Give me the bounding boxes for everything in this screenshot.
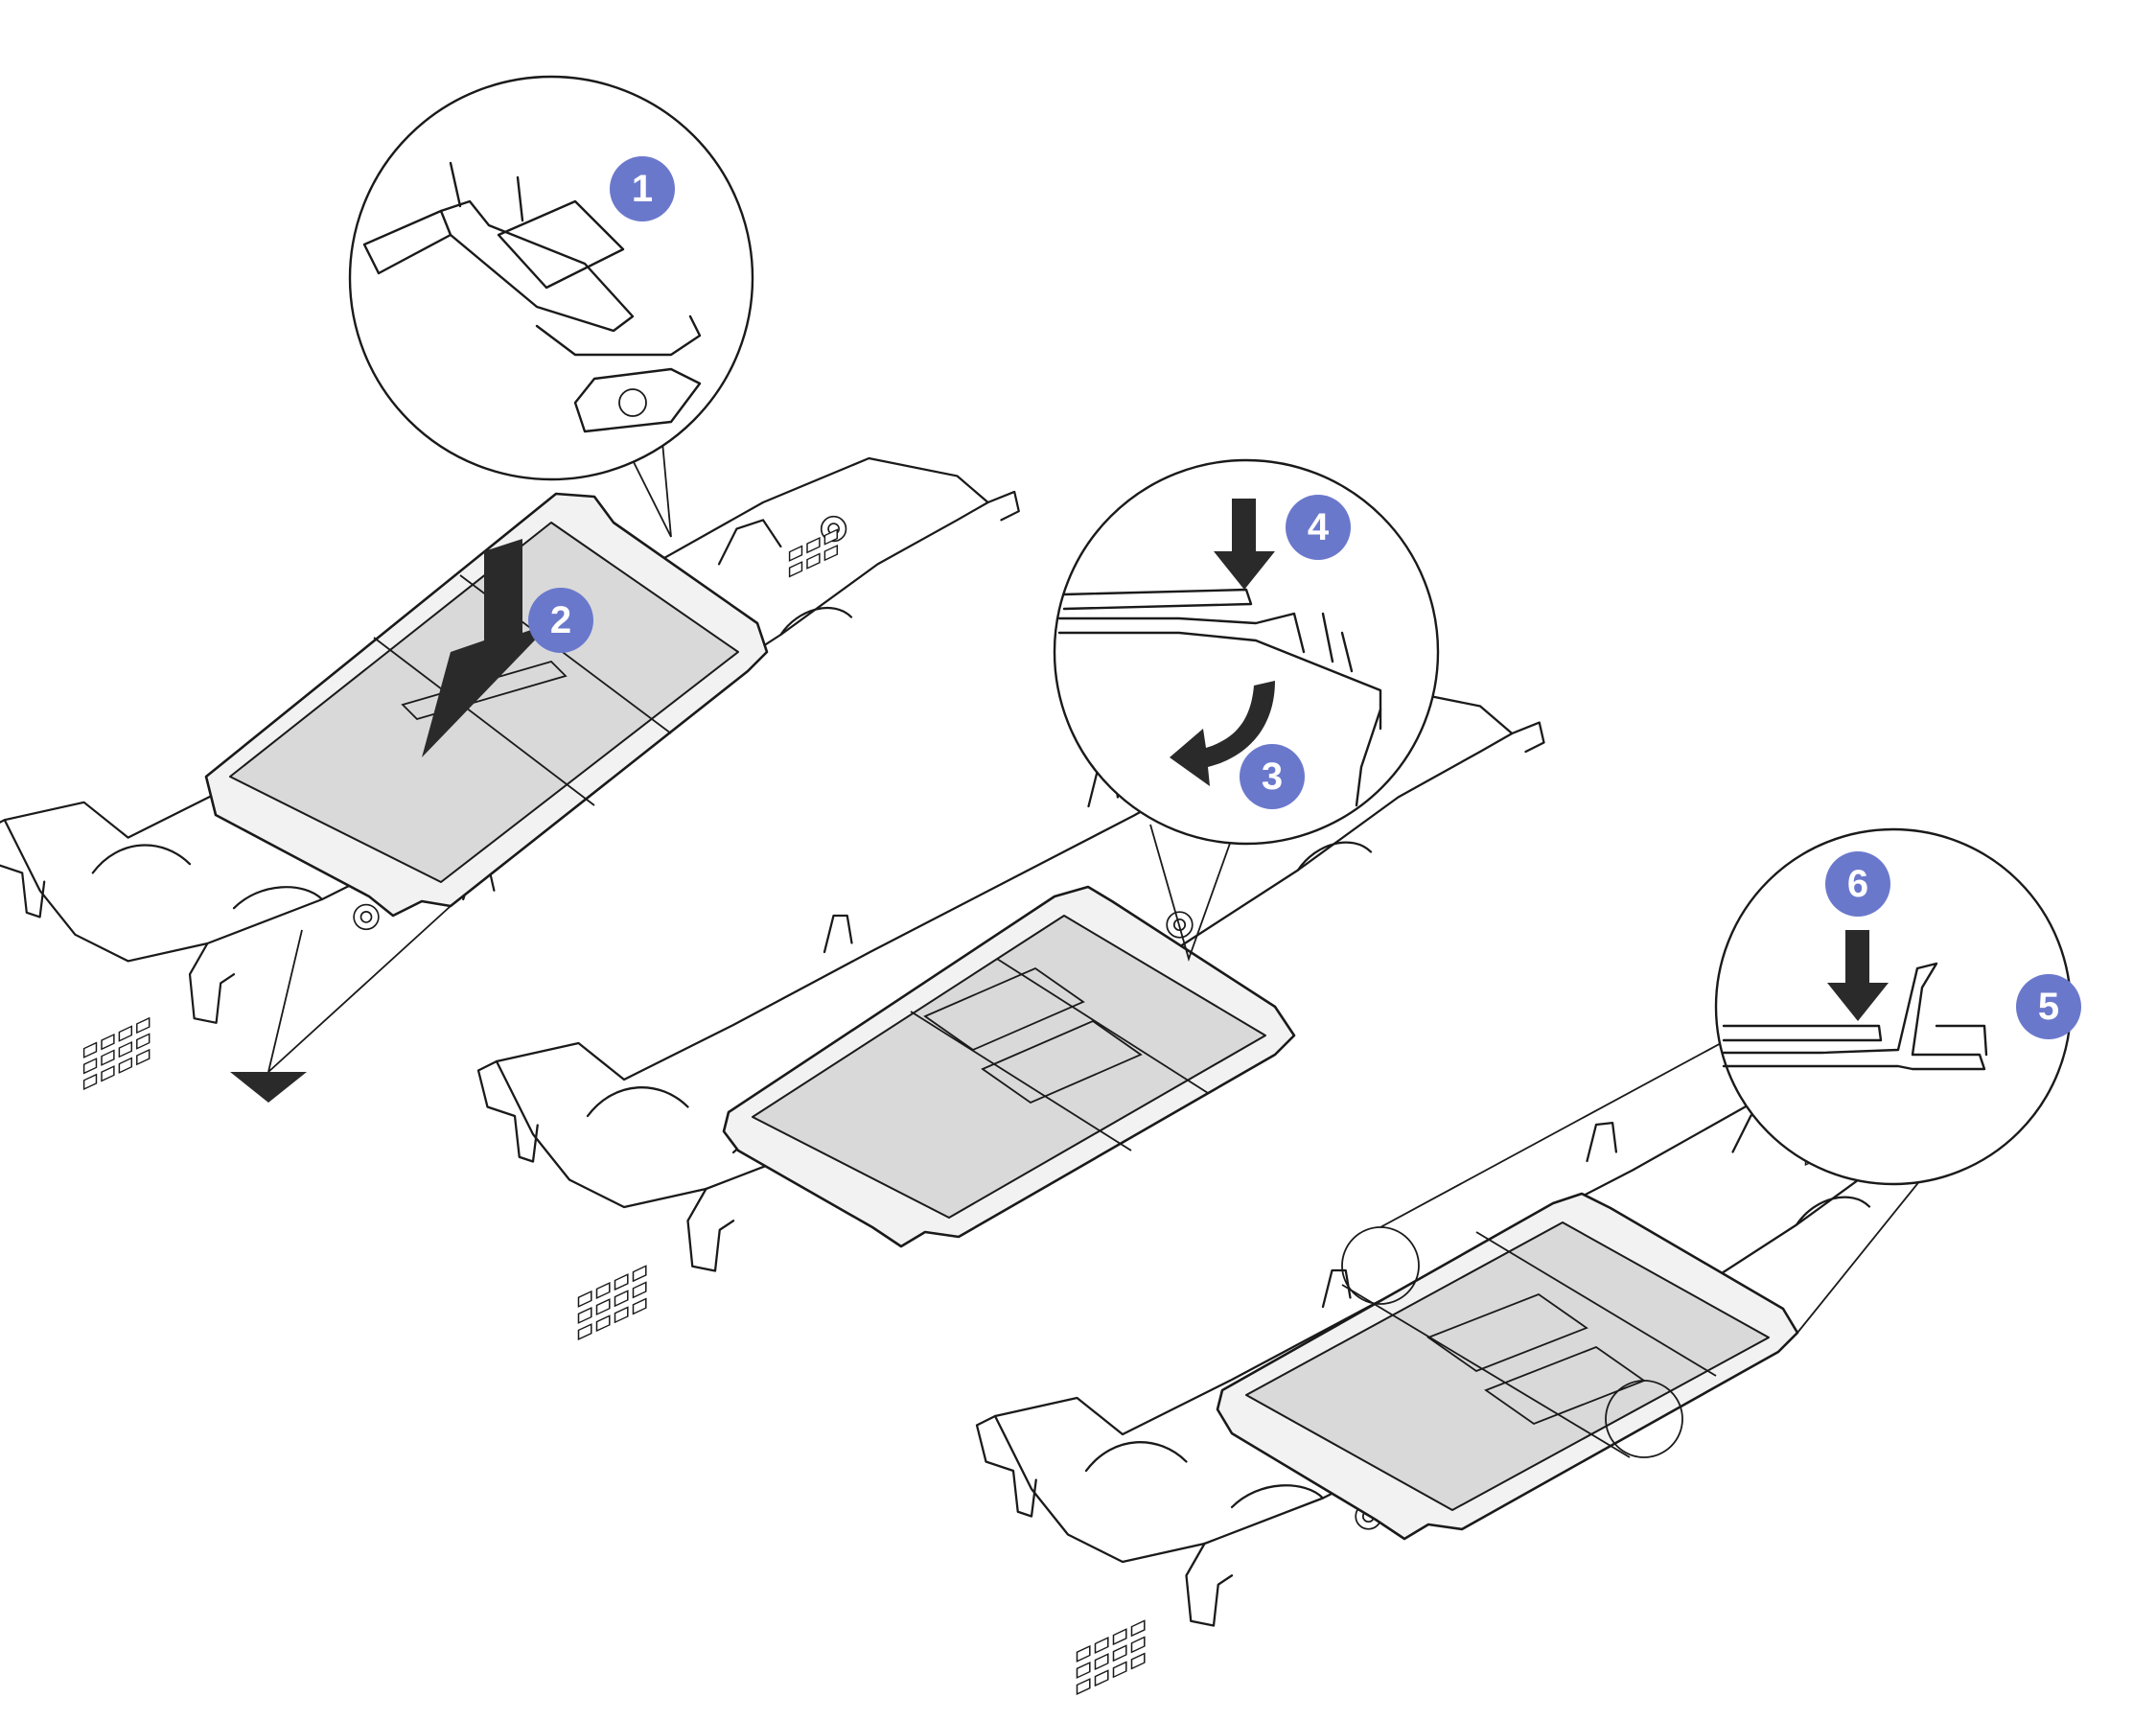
step-badge-circle (610, 156, 675, 221)
detail-callout-1 (348, 75, 754, 538)
step-badge-circle (1240, 744, 1305, 809)
step-badge-circle (2016, 974, 2081, 1039)
step-badge-6: 6 (1825, 851, 1890, 917)
rotate-arrow (1170, 681, 1275, 786)
latch-detail-illustration (362, 161, 702, 433)
processor-package-middle (722, 885, 1296, 1248)
latch-seated-detail (1722, 962, 1988, 1071)
step-badge-circle (1286, 495, 1351, 560)
step-number: 2 (550, 599, 571, 641)
step-number: 3 (1262, 756, 1283, 798)
step-number: 5 (2038, 986, 2059, 1028)
step-number: 4 (1308, 506, 1330, 548)
detail-callout-3-4 (1053, 458, 1440, 962)
insert-down-arrow (422, 539, 551, 757)
step-badge-1: 1 (610, 156, 675, 221)
step-number: 6 (1847, 863, 1868, 905)
press-down-arrow (1214, 499, 1275, 590)
carrier-assembly-left (0, 456, 1020, 1103)
step-badge-3: 3 (1240, 744, 1305, 809)
step-badge-2: 2 (528, 588, 593, 653)
processor-package-right (1216, 1192, 1799, 1541)
step-badge-circle (528, 588, 593, 653)
tab-highlight-right (1605, 1380, 1683, 1458)
tab-highlight-left (1341, 1226, 1420, 1305)
carrier-assembly-middle (476, 686, 1545, 1341)
step-number: 1 (632, 168, 653, 210)
alignment-leader-lines (267, 905, 452, 1073)
step-badge-4: 4 (1286, 495, 1351, 560)
step-badge-5: 5 (2016, 974, 2081, 1039)
carrier-assembly-right (975, 1035, 2044, 1696)
hook-engage-detail (1057, 588, 1382, 807)
press-down-arrow-6 (1827, 930, 1889, 1021)
alignment-triangle-marker (230, 1072, 307, 1103)
step-badge-circle (1825, 851, 1890, 917)
